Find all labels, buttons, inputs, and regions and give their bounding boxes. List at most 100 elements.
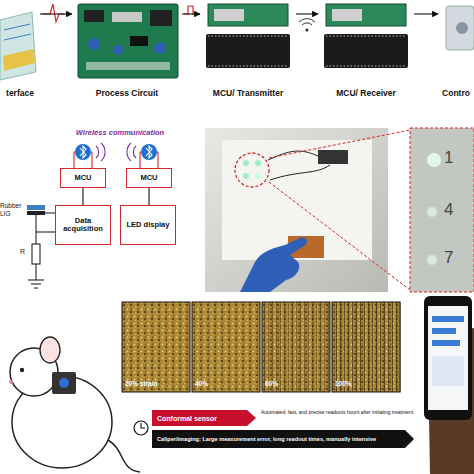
module-shield — [214, 9, 244, 21]
bluetooth-icon — [146, 146, 152, 158]
control-device — [456, 22, 468, 34]
rubber-layer — [27, 205, 45, 210]
lig-layer — [27, 211, 45, 215]
mouse-eye — [20, 368, 24, 372]
stage-caption-box: Process Circuit — [72, 0, 182, 104]
node-text: MCU — [74, 174, 91, 182]
node-text: Contro — [442, 88, 470, 98]
stage-caption-box: Contro — [438, 0, 474, 104]
led-light — [243, 173, 249, 179]
connector — [414, 13, 438, 14]
text-label: 7 — [444, 248, 468, 268]
node-text: Caliper/imaging: Large measurement error… — [157, 436, 376, 442]
micrograph — [262, 302, 330, 392]
wireless-waves — [96, 143, 105, 161]
connector — [296, 13, 318, 14]
screen-bar — [432, 328, 456, 334]
node-text: MCU/ Transmitter — [213, 88, 283, 98]
ground-symbol — [28, 280, 44, 288]
text-label: Automated, fast, and precise readouts ho… — [261, 410, 415, 416]
connector — [148, 188, 149, 205]
stage-caption-box: MCU/ Receiver — [318, 0, 414, 104]
stage-caption-box: MCU/ Transmitter — [200, 0, 296, 104]
mcu-chip — [206, 34, 290, 68]
wire — [74, 152, 92, 168]
led-light — [243, 160, 249, 166]
interface-trace — [4, 24, 30, 30]
mcu-chip — [324, 34, 408, 68]
micrograph — [122, 302, 190, 392]
wireless-icon — [305, 28, 308, 31]
pcb-board — [78, 4, 178, 78]
micrograph-cracks — [333, 302, 401, 392]
text-label: LIG — [0, 210, 28, 217]
pcb-capacitor — [88, 38, 100, 50]
pcb-chip — [130, 36, 148, 46]
micrograph — [192, 302, 260, 392]
clock-icon — [134, 421, 148, 435]
gloved-hand — [240, 238, 307, 292]
chip-pins — [208, 36, 288, 37]
bluetooth-module — [326, 4, 406, 26]
bluetooth-icon — [75, 144, 91, 160]
connector — [82, 188, 83, 205]
wire — [36, 232, 55, 233]
wire — [45, 213, 55, 214]
text-label: 4 — [444, 200, 468, 220]
zoom-line — [269, 130, 410, 158]
bluetooth-icon — [141, 144, 157, 160]
photo-background — [205, 128, 388, 292]
text-label: 40% — [195, 380, 259, 387]
clock-icon — [141, 423, 145, 428]
arrow-band: Caliper/imaging: Large measurement error… — [152, 430, 414, 448]
wire — [140, 152, 158, 168]
node-text: Conformal sensor — [157, 415, 217, 422]
square-wave — [184, 6, 198, 14]
device-module — [318, 150, 348, 164]
signal-pulse — [42, 4, 64, 22]
block-box: LED display — [120, 205, 176, 245]
arrow-band: Conformal sensor — [152, 410, 256, 426]
wire — [36, 215, 37, 244]
node-text: LED display — [127, 221, 170, 229]
arrow-shape — [152, 410, 256, 426]
chip-pins — [326, 36, 406, 37]
connector — [182, 13, 200, 14]
pcb-capacitor — [113, 45, 123, 55]
arrow-shape — [152, 430, 414, 448]
chip-pins — [208, 66, 288, 67]
led-glow — [427, 207, 437, 217]
control-device — [446, 6, 474, 50]
node-text: Data acquisition — [56, 217, 110, 234]
connector — [40, 13, 72, 14]
text-label: Rubber — [0, 202, 28, 209]
node-text: terface — [6, 88, 34, 98]
phone — [424, 296, 472, 420]
text-label: 20% strain — [125, 380, 189, 387]
bluetooth-icon — [80, 146, 86, 158]
text-label: 60% — [265, 380, 329, 387]
led-light — [255, 160, 261, 166]
led-light — [255, 173, 261, 179]
micrograph-cracks — [332, 302, 400, 392]
phone-screen — [428, 306, 468, 410]
resistor-symbol — [32, 244, 40, 264]
wireless-waves — [127, 143, 136, 161]
pcb-chip — [150, 10, 172, 26]
inset-photo — [410, 128, 474, 292]
text-label: Wireless communication — [55, 129, 185, 138]
node-text: MCU/ Receiver — [336, 88, 396, 98]
zoom-circle — [235, 153, 269, 187]
screen-chart — [432, 356, 464, 386]
interface-sheet — [0, 12, 36, 80]
text-label: 1 — [444, 148, 468, 168]
interface-trace — [4, 34, 31, 40]
block-box: Data acquisition — [55, 205, 111, 245]
mouse-tail — [108, 440, 140, 472]
pcb-capacitor — [154, 42, 166, 54]
micrograph — [332, 302, 400, 392]
block-box: MCU — [60, 168, 106, 188]
stage-caption-box: terface — [0, 0, 40, 104]
wearable-device — [59, 378, 69, 388]
